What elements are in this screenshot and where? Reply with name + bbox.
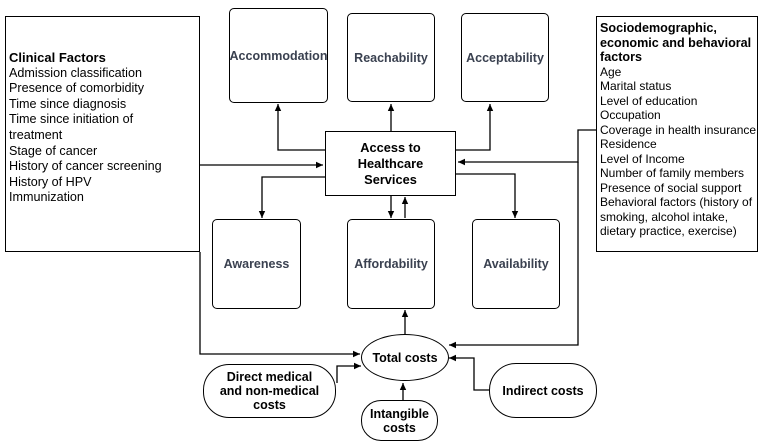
availability-label: Availability	[483, 257, 549, 271]
availability-box: Availability	[472, 219, 560, 309]
clinical-factor-item: Immunization	[9, 190, 84, 205]
direct-costs-line: Direct medical	[226, 370, 313, 384]
socio-factor-item: Level of education	[600, 93, 698, 108]
arrow-to-acceptability	[456, 104, 494, 151]
socio-title-line: factors	[600, 50, 642, 65]
arrow-to-accommodation	[274, 104, 325, 151]
sociodemographic-factors-box: Sociodemographic, economic and behaviora…	[596, 16, 758, 252]
arrow-direct-to-total	[336, 362, 361, 383]
socio-factor-item: smoking, alcohol intake,	[600, 209, 729, 224]
reachability-box: Reachability	[347, 13, 435, 102]
arrow-to-awareness	[258, 176, 325, 218]
intangible-costs-oval: Intangible costs	[361, 400, 438, 441]
affordability-box: Affordability	[347, 219, 435, 309]
accommodation-box: Accommodation	[229, 8, 328, 103]
arrow-indirect-to-total	[449, 354, 489, 391]
socio-factor-item: Marital status	[600, 79, 672, 94]
awareness-label: Awareness	[223, 257, 290, 271]
socio-factor-item: Number of family members	[600, 166, 745, 181]
intangible-costs-line: costs	[383, 420, 416, 435]
socio-factor-item: Coverage in health insurance	[600, 122, 757, 137]
reachability-label: Reachability	[354, 50, 428, 65]
intangible-costs-line: Intangible	[369, 406, 430, 421]
clinical-factor-item: Time since initiation of	[9, 112, 134, 127]
clinical-factor-item: History of HPV	[9, 174, 92, 189]
total-costs-label: Total costs	[372, 350, 438, 365]
acceptability-label: Acceptability	[466, 50, 544, 65]
socio-factor-item: dietary practice, exercise)	[600, 224, 737, 239]
direct-costs-line: and non-medical	[219, 384, 320, 398]
arrow-socio-to-center	[458, 129, 596, 166]
arrow-socio-to-total	[449, 162, 579, 349]
clinical-factor-item: treatment	[9, 127, 63, 142]
acceptability-box: Acceptability	[461, 13, 549, 102]
socio-factor-item: Residence	[600, 137, 657, 152]
access-to-healthcare-label: Access to Healthcare Services	[357, 139, 424, 187]
affordability-label: Affordability	[354, 257, 428, 271]
socio-factor-item: Presence of social support	[600, 180, 742, 195]
clinical-factors-box: Clinical Factors Admission classificatio…	[5, 16, 200, 252]
awareness-box: Awareness	[212, 219, 301, 309]
clinical-factor-item: Presence of comorbidity	[9, 81, 145, 96]
direct-costs-oval: Direct medical and non-medical costs	[203, 364, 336, 418]
clinical-factor-item: Time since diagnosis	[9, 96, 127, 111]
socio-factor-item: Occupation	[600, 108, 661, 123]
socio-factor-item: Age	[600, 64, 622, 79]
accommodation-label: Accommodation	[229, 48, 328, 63]
access-to-healthcare-box: Access to Healthcare Services	[325, 131, 456, 196]
socio-title-line: economic and behavioral	[600, 35, 752, 50]
indirect-costs-label: Indirect costs	[502, 383, 584, 398]
total-costs-oval: Total costs	[361, 334, 449, 381]
socio-title-line: Sociodemographic,	[600, 21, 717, 35]
arrow-clinical-to-total	[199, 252, 360, 358]
indirect-costs-oval: Indirect costs	[489, 363, 597, 418]
clinical-factors-title: Clinical Factors	[9, 50, 106, 65]
clinical-factor-item: History of cancer screening	[9, 159, 162, 174]
socio-factor-item: Level of Income	[600, 151, 685, 166]
direct-costs-line: costs	[253, 398, 286, 412]
arrow-to-availability	[456, 173, 519, 218]
clinical-factor-item: Admission classification	[9, 65, 142, 80]
socio-factor-item: Behavioral factors (history of	[600, 195, 753, 210]
clinical-factor-item: Stage of cancer	[9, 143, 98, 158]
